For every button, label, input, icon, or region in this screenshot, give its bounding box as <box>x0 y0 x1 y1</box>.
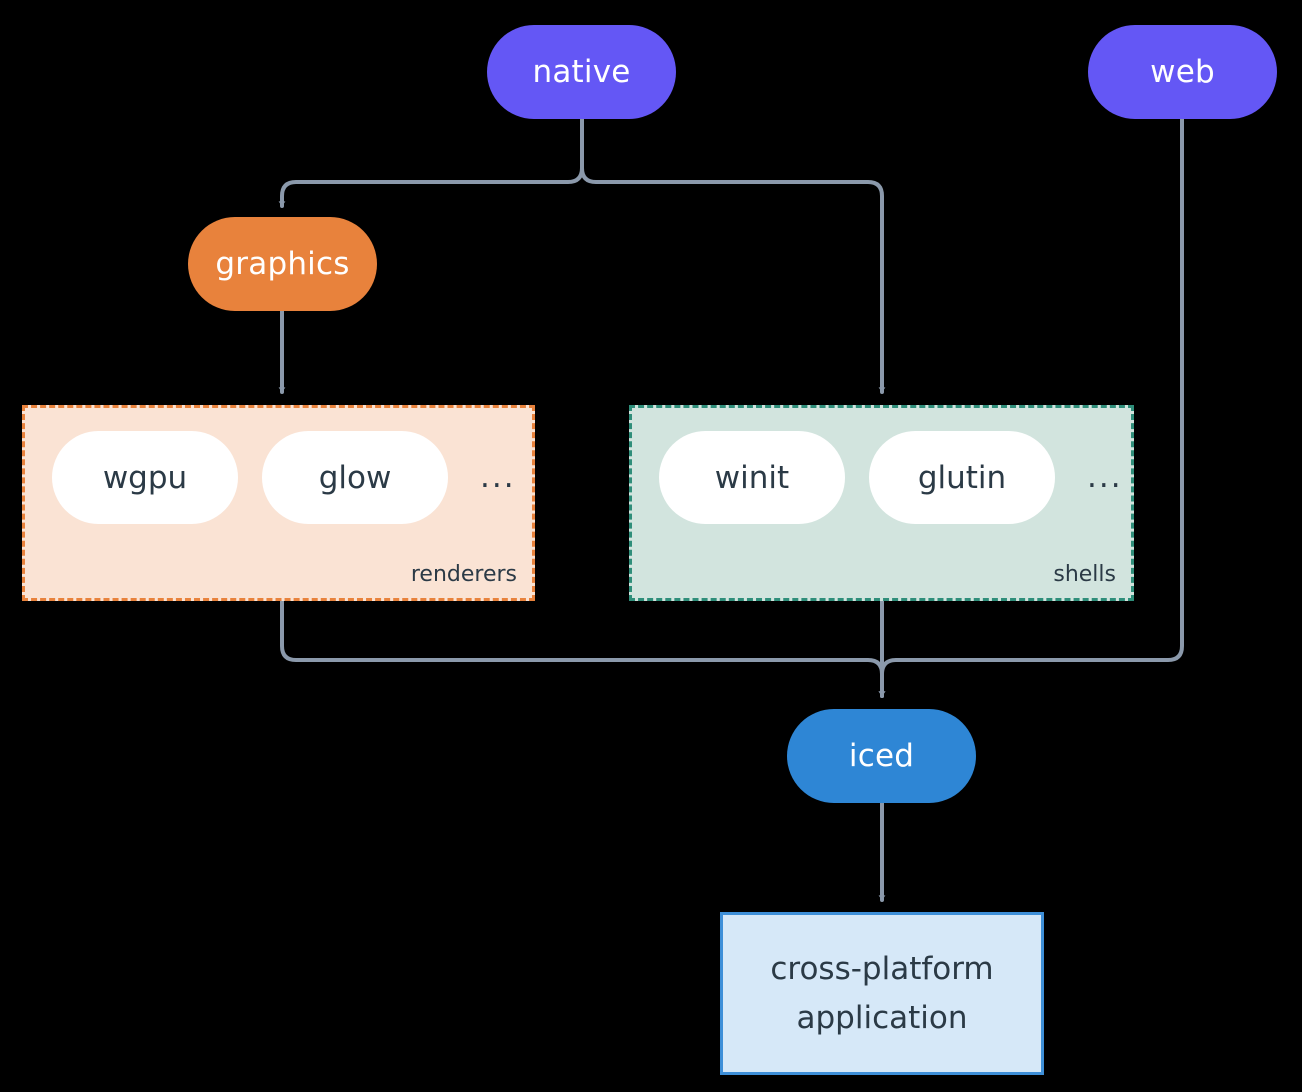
edge-renderers-to-iced <box>280 599 886 698</box>
node-winit[interactable]: winit <box>659 431 845 524</box>
node-iced[interactable]: iced <box>787 709 976 803</box>
group-shells[interactable]: winit glutin ... shells <box>629 405 1134 601</box>
node-wgpu[interactable]: wgpu <box>52 431 238 524</box>
group-renderers[interactable]: wgpu glow ... renderers <box>22 405 535 601</box>
group-shells-items: winit glutin ... <box>632 431 1131 524</box>
node-cross-platform-application[interactable]: cross-platform application <box>720 912 1044 1075</box>
node-wgpu-label: wgpu <box>102 459 188 496</box>
application-label-line1: cross-platform <box>770 951 994 988</box>
node-winit-label: winit <box>714 459 790 496</box>
node-glutin[interactable]: glutin <box>869 431 1055 524</box>
shells-more-ellipsis: ... <box>1087 459 1123 495</box>
node-glutin-label: glutin <box>917 459 1007 496</box>
group-renderers-items: wgpu glow ... <box>25 431 532 524</box>
node-graphics[interactable]: graphics <box>188 217 377 311</box>
edge-native-to-graphics <box>278 117 584 208</box>
node-native-label: native <box>532 53 631 90</box>
group-renderers-label: renderers <box>410 562 517 587</box>
renderers-more-ellipsis: ... <box>480 459 516 495</box>
node-web-label: web <box>1150 53 1215 90</box>
node-web[interactable]: web <box>1088 25 1277 119</box>
application-label-line2: application <box>796 999 968 1036</box>
node-native[interactable]: native <box>487 25 676 119</box>
node-glow-label: glow <box>318 459 392 496</box>
node-iced-label: iced <box>848 737 915 774</box>
node-glow[interactable]: glow <box>262 431 448 524</box>
node-graphics-label: graphics <box>215 245 350 282</box>
edge-native-to-shells <box>580 117 886 394</box>
group-shells-label: shells <box>1053 562 1116 587</box>
